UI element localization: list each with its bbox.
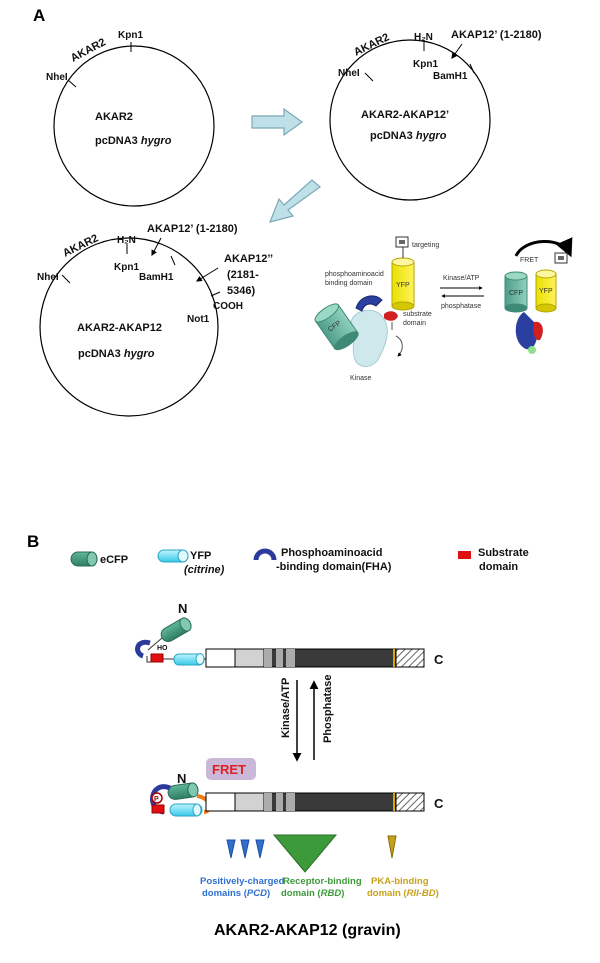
top-yfp [173,653,205,666]
plasmid3-insert2-c: 5346) [227,285,255,297]
legend-substrate-1: Substrate [478,547,529,559]
rbd-line2: domain (RBD) [281,888,344,899]
panel-b-label: B [27,532,39,551]
bottom-ecfp [167,782,199,800]
fret-substrate-1: substrate [403,311,432,318]
pcd-line1: Positively-charged [200,876,285,887]
legend-substrate-icon [458,551,471,559]
plasmid2-center-line1: AKAR2-AKAP12’ [361,109,449,121]
plasmid2-h2n: H₂N [414,32,433,43]
legend-ecfp-icon [70,551,98,567]
fret-kinase-label: Kinase [350,375,372,382]
arrow-kinase-label: Kinase/ATP [280,678,292,738]
plasmid3-insert2-a: AKAP12’’ [224,253,273,265]
plasmid3-kpn: Kpn1 [114,262,139,273]
plasmid1-nhei: NheI [46,72,68,83]
plasmid3-insert2-b: (2181- [227,269,259,281]
fret-fret-label: FRET [520,257,539,264]
fret-pbd-2: binding domain [325,280,373,287]
fret-yfp-right [535,269,557,313]
plasmid3-name: AKAR2 [61,232,100,259]
fret-cfp-right-label: CFP [509,290,523,297]
top-bar [205,648,425,668]
legend-pbd-2: -binding domain(FHA) [276,561,392,573]
legend-pbd-icon [253,548,277,561]
transition-arrows: Kinase/ATP Phosphatase [280,675,334,762]
top-ho-label: HO [157,645,168,652]
bottom-c-label: C [434,796,444,811]
plasmid2-insert-arrow [451,43,463,59]
legend: eCFP YFP (citrine) Phosphoaminoacid -bin… [70,547,529,576]
plasmid1-center-line1: AKAR2 [95,111,133,123]
top-ecfp [160,617,192,642]
legend-yfp: YFP [190,550,211,562]
yfp-cylinder [391,257,415,311]
plasmid2-name: AKAR2 [352,31,391,58]
pcd-marker-3 [255,839,265,859]
plasmid-akar2: AKAR2 NheI Kpn1 AKAR2 pcDNA3 hygro [46,30,215,207]
bottom-bar [205,792,425,812]
plasmid1-center-line2: pcDNA3 hygro [95,135,172,147]
arrow-a-diagonal [269,179,321,223]
legend-pbd-1: Phosphoaminoacid [281,547,382,559]
fret-cfp-right [504,271,528,313]
rbd-line1: Receptor-binding [283,876,362,887]
plasmid3-insert2-arrow [195,267,219,282]
fret-scheme: Kinase CFP phosphoaminoacid binding doma… [314,236,573,382]
plasmid3-not1: Not1 [187,314,210,325]
fret-box [206,758,256,780]
fret-substrate-2: domain [403,320,426,327]
plasmid2-bamh: BamH1 [433,71,468,82]
fret-yfp-label: YFP [396,282,410,289]
plasmid2-insert: AKAP12’ (1-2180) [451,29,542,41]
legend-ecfp: eCFP [100,554,128,566]
plasmid2-center-line2: pcDNA3 hygro [370,130,447,142]
fret-phosphatase: phosphatase [441,303,481,310]
rii-marker [387,835,397,859]
pcd-marker-2 [240,839,250,859]
rbd-marker [272,834,338,873]
plasmid3-center-line2: pcDNA3 hygro [78,348,155,360]
plasmid3-insert1: AKAP12’ (1-2180) [147,223,238,235]
plasmid3-cooh: COOH [213,301,243,312]
legend-yfp-icon [157,549,189,563]
pcd-marker-1 [226,839,236,859]
bottom-yfp [169,803,203,817]
plasmid3-nhei: NheI [37,272,59,283]
plasmid3-bamh: BamH1 [139,272,174,283]
plasmid-akar2-akap12-prime: AKAR2 NheI H₂N Kpn1 BamH1 AKAP12’ (1-218… [329,29,542,201]
panel-a-label: A [33,6,45,25]
top-n-label: N [178,601,187,616]
kinase-shape [350,309,388,367]
bottom-fret-label: FRET [212,762,246,777]
domain-markers [226,834,397,873]
plasmid3-insert1-arrow [151,237,162,257]
fret-pbd-1: phosphoaminoacid [325,271,384,278]
plasmid1-kpn: Kpn1 [118,30,143,41]
fret-yfp-right-label: YFP [539,288,553,295]
plasmid3-h2n: H₂N [117,235,136,246]
bottom-n-label: N [177,771,186,786]
legend-substrate-2: domain [479,561,518,573]
cfp-cylinder [314,303,359,351]
bottom-p-label: P [154,796,159,803]
top-c-label: C [434,652,444,667]
plasmid2-kpn: Kpn1 [413,59,438,70]
panel-b-title: AKAR2-AKAP12 (gravin) [214,922,401,939]
arrow-a-right [251,107,304,137]
fret-targeting-label: targeting [412,242,439,249]
plasmid3-center-line1: AKAR2-AKAP12 [77,322,162,334]
bottom-construct: FRET N P C [150,758,444,817]
legend-citrine: (citrine) [184,564,225,576]
plasmid-akar2-akap12: AKAR2 NheI H₂N Kpn1 BamH1 AKAP12’ (1-218… [37,223,273,417]
arrow-phosphatase-label: Phosphatase [322,675,334,743]
top-construct: N HO C [135,601,444,668]
pcd-line2: domains (PCD) [202,888,270,899]
fret-kinase-atp: Kinase/ATP [443,275,480,282]
rii-line2: domain (RII-BD) [367,888,439,899]
plasmid2-nhei: NheI [338,68,360,79]
rii-line1: PKA-binding [371,876,429,887]
